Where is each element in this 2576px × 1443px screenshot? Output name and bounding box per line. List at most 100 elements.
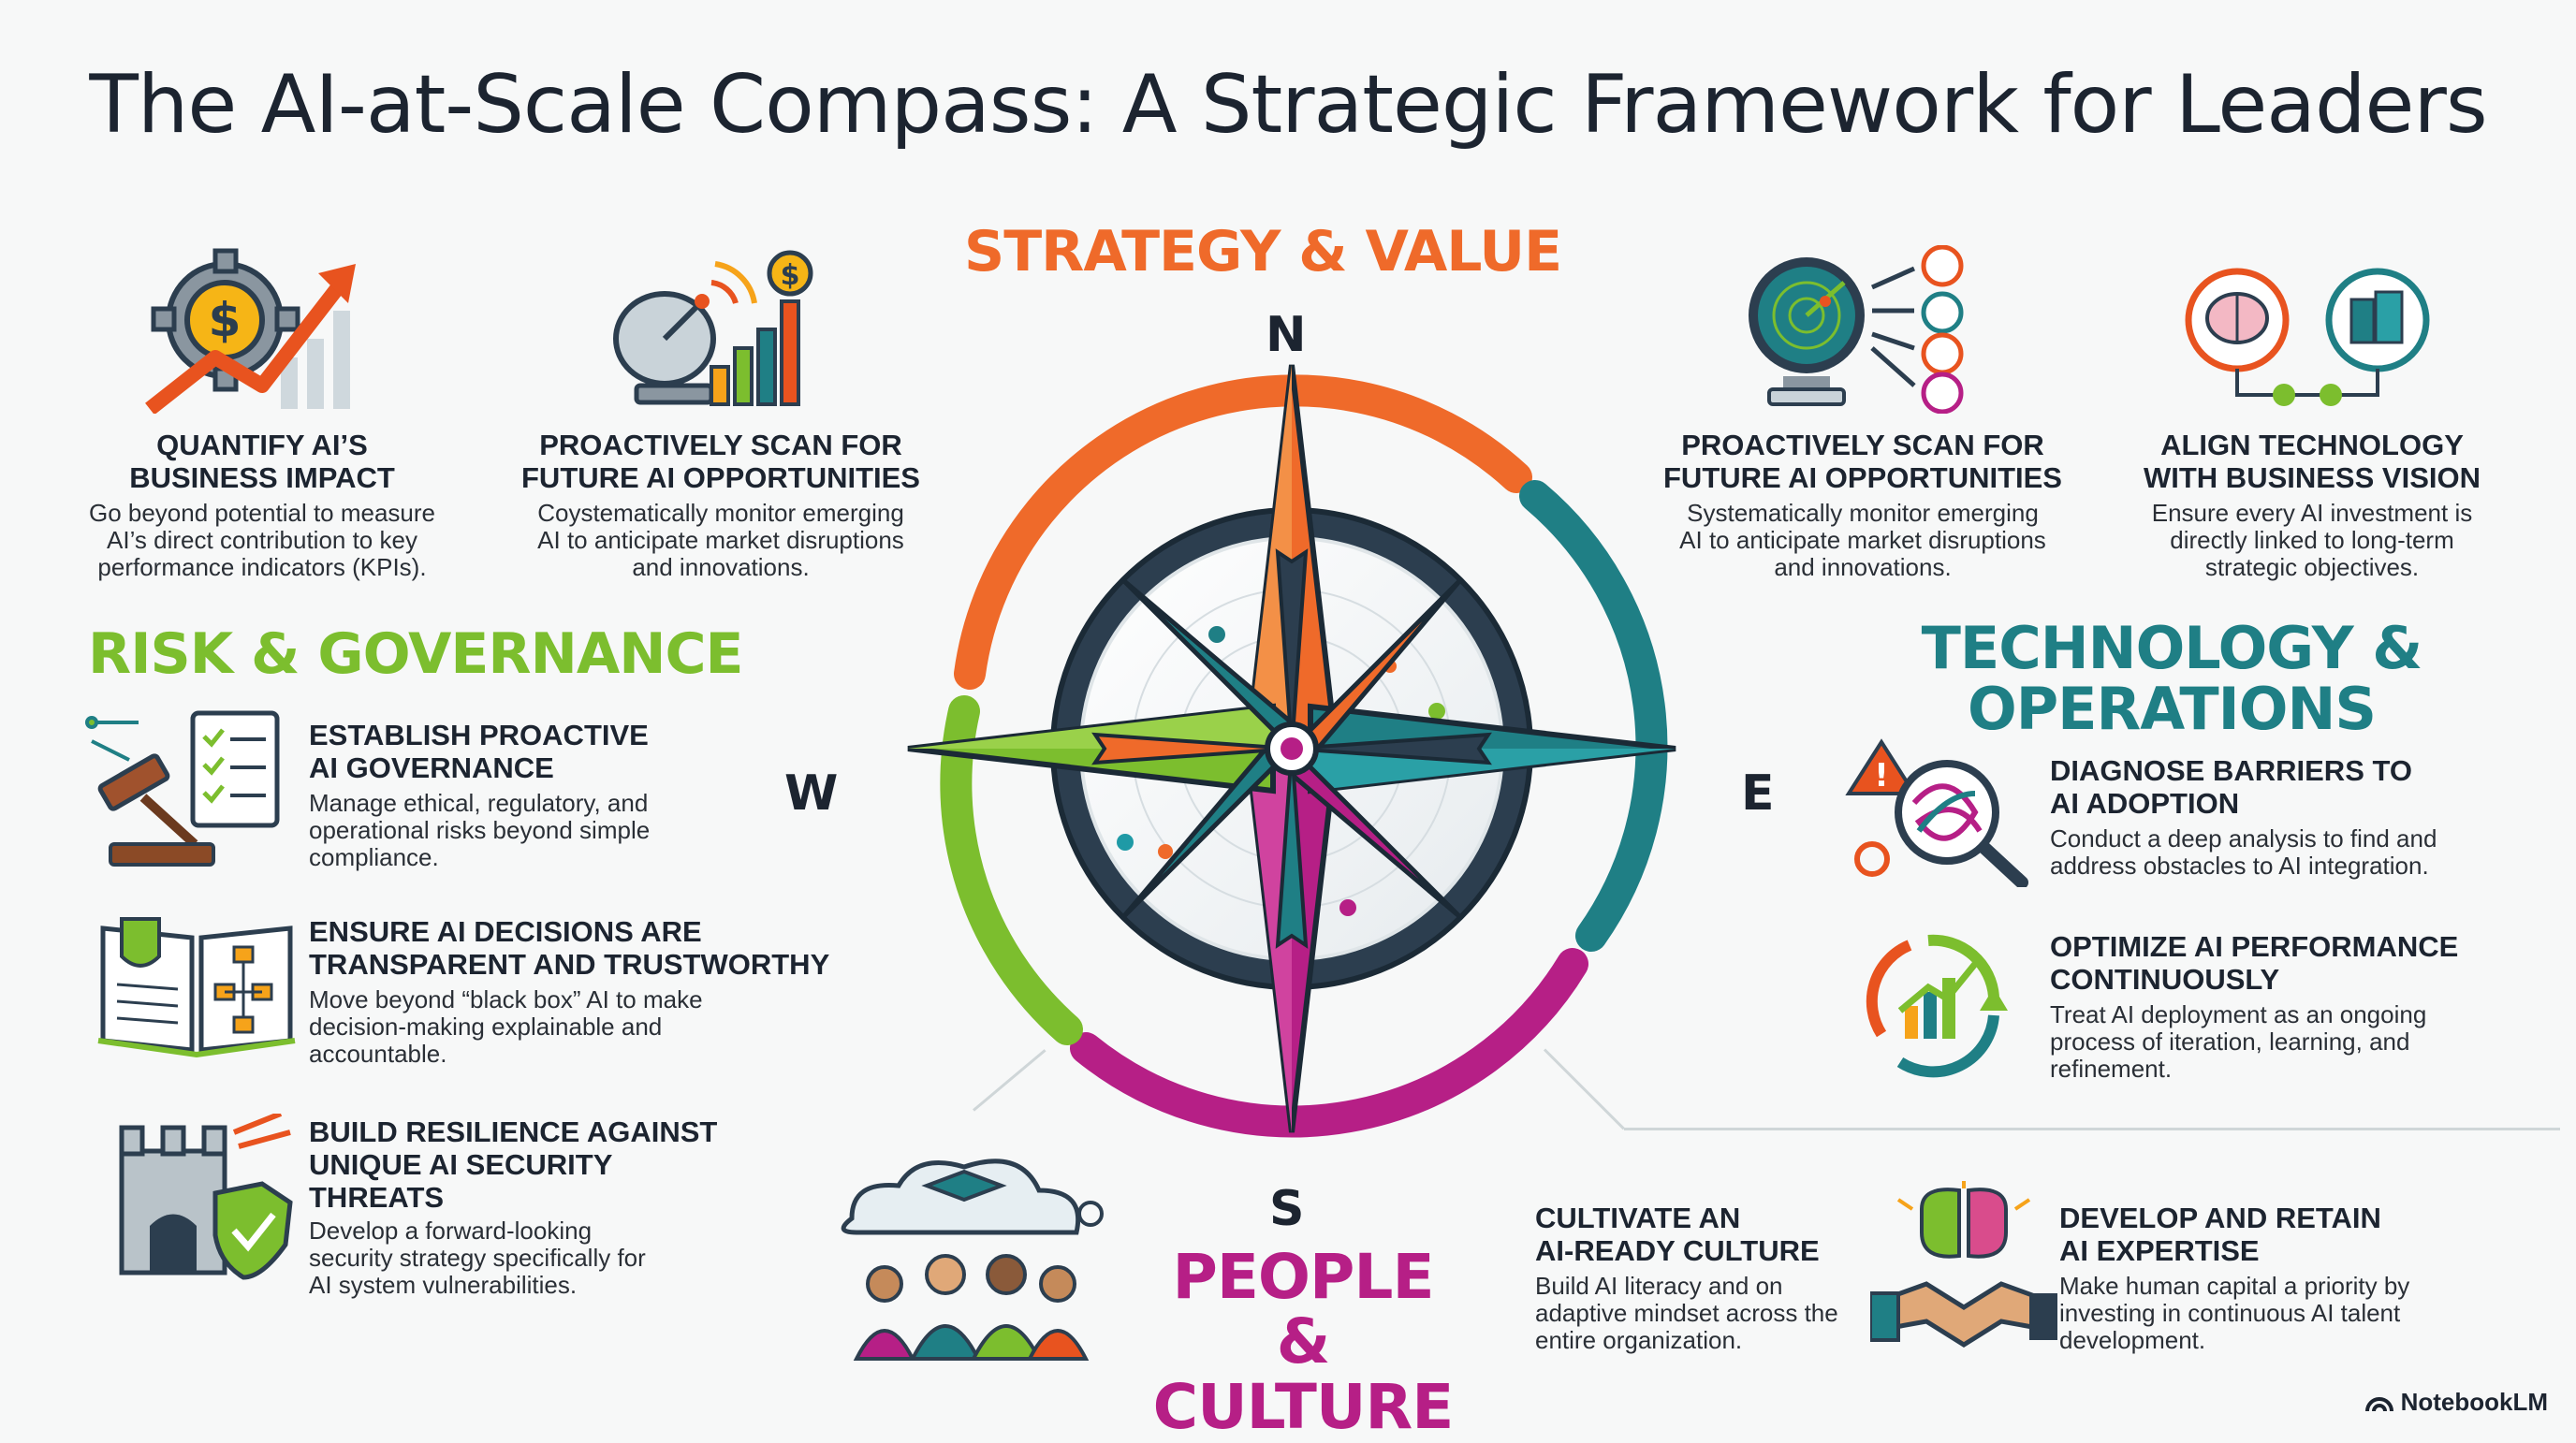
category-people-line1: PEOPLE & bbox=[1172, 1241, 1434, 1378]
item-diagnose-title-2: AI ADOPTION bbox=[2050, 787, 2240, 820]
svg-text:$: $ bbox=[781, 259, 800, 292]
category-people-line2: CULTURE bbox=[1152, 1370, 1455, 1443]
item-align-desc-1: Ensure every AI investment is bbox=[2151, 499, 2473, 527]
open-book-flowchart-icon bbox=[94, 910, 300, 1064]
item-transparent-desc-3: accountable. bbox=[309, 1040, 447, 1068]
face-dot bbox=[1158, 844, 1173, 859]
item-scan-left-desc-3: and innovations. bbox=[632, 553, 810, 581]
item-optimize-desc-1: Treat AI deployment as an ongoing bbox=[2050, 1000, 2427, 1028]
item-resilience-desc-2: security strategy specifically for bbox=[309, 1244, 646, 1272]
item-expertise: DEVELOP AND RETAIN AI EXPERTISE Make hum… bbox=[2059, 1202, 2509, 1354]
item-scan-right-desc-1: Systematically monitor emerging bbox=[1687, 499, 2039, 527]
item-transparent-desc-2: decision-making explainable and bbox=[309, 1013, 663, 1041]
item-culture: CULTIVATE AN AI-READY CULTURE Build AI l… bbox=[1535, 1202, 1910, 1354]
green-arc bbox=[940, 695, 1083, 1045]
item-resilience-desc-1: Develop a forward-looking bbox=[309, 1217, 593, 1245]
item-transparent: ENSURE AI DECISIONS ARE TRANSPARENT AND … bbox=[309, 915, 871, 1068]
notebooklm-logo-icon bbox=[2364, 1396, 2393, 1411]
item-scan-right-desc-3: and innovations. bbox=[1774, 553, 1952, 581]
orange-arc bbox=[954, 374, 1532, 690]
item-expertise-desc-2: investing in continuous AI talent bbox=[2059, 1299, 2401, 1327]
category-technology-operations: TECHNOLOGY & OPERATIONS bbox=[1919, 618, 2424, 739]
brand-name: NotebookLM bbox=[2400, 1388, 2548, 1416]
category-strategy-value: STRATEGY & VALUE bbox=[964, 219, 1562, 284]
item-align-desc-2: directly linked to long-term bbox=[2170, 526, 2454, 554]
item-culture-title-1: CULTIVATE AN bbox=[1535, 1202, 1741, 1234]
item-scan-right-desc-2: AI to anticipate market disruptions bbox=[1679, 526, 2046, 554]
item-governance-title-1: ESTABLISH PROACTIVE bbox=[309, 719, 649, 751]
magenta-arc bbox=[1070, 948, 1588, 1138]
magnifier-tangle-icon: ! bbox=[1844, 737, 2031, 892]
handshake-brain-icon bbox=[1868, 1181, 2057, 1363]
compass-graphic bbox=[907, 364, 1676, 1138]
item-resilience-desc-3: AI system vulnerabilities. bbox=[309, 1271, 578, 1299]
face-dot bbox=[1339, 899, 1356, 916]
satellite-dish-chart-icon: $ bbox=[599, 245, 824, 418]
compass-hub-inner bbox=[1281, 737, 1303, 760]
item-governance-desc-2: operational risks beyond simple bbox=[309, 816, 651, 844]
category-tech-line2: OPERATIONS bbox=[1967, 675, 2377, 744]
item-culture-title-2: AI-READY CULTURE bbox=[1535, 1234, 1820, 1267]
north-point-shade bbox=[1250, 365, 1292, 730]
item-resilience-title-3: THREATS bbox=[309, 1181, 445, 1214]
item-expertise-desc-1: Make human capital a priority by bbox=[2059, 1272, 2410, 1300]
face-dot bbox=[1208, 626, 1225, 643]
item-align: ALIGN TECHNOLOGY WITH BUSINESS VISION En… bbox=[2097, 429, 2527, 581]
item-resilience-title-2: UNIQUE AI SECURITY bbox=[309, 1148, 613, 1181]
radar-scan-icon bbox=[1741, 244, 1984, 418]
item-scan-left-title-2: FUTURE AI OPPORTUNITIES bbox=[521, 461, 920, 494]
dollar-gear-growth-icon: $ bbox=[140, 245, 365, 418]
item-governance: ESTABLISH PROACTIVE AI GOVERNANCE Manage… bbox=[309, 719, 833, 871]
item-scan-right: PROACTIVELY SCAN FOR FUTURE AI OPPORTUNI… bbox=[1638, 429, 2087, 581]
item-optimize-title-1: OPTIMIZE AI PERFORMANCE bbox=[2050, 930, 2459, 963]
item-transparent-title-2: TRANSPARENT AND TRUSTWORTHY bbox=[309, 948, 830, 981]
item-quantify-desc-3: performance indicators (KPIs). bbox=[97, 553, 427, 581]
category-tech-line1: TECHNOLOGY & bbox=[1921, 614, 2423, 682]
teal-arc bbox=[1519, 480, 1668, 952]
item-scan-left-desc-2: AI to anticipate market disruptions bbox=[537, 526, 904, 554]
item-scan-left-desc-1: Coystematically monitor emerging bbox=[537, 499, 904, 527]
compass-north-label: N bbox=[1266, 307, 1307, 363]
needle-w bbox=[1091, 732, 1293, 765]
item-culture-desc-1: Build AI literacy and on bbox=[1535, 1272, 1783, 1300]
item-diagnose-title-1: DIAGNOSE BARRIERS TO bbox=[2050, 754, 2412, 787]
item-diagnose-desc-2: address obstacles to AI integration. bbox=[2050, 852, 2429, 880]
item-expertise-desc-3: development. bbox=[2059, 1326, 2206, 1354]
item-culture-desc-3: entire organization. bbox=[1535, 1326, 1743, 1354]
item-diagnose: DIAGNOSE BARRIERS TO AI ADOPTION Conduct… bbox=[2050, 754, 2555, 880]
face-dot bbox=[1428, 703, 1445, 720]
item-scan-right-title-1: PROACTIVELY SCAN FOR bbox=[1681, 429, 2044, 461]
item-quantify: QUANTIFY AI’S BUSINESS IMPACT Go beyond … bbox=[56, 429, 468, 581]
brain-building-link-icon bbox=[2181, 264, 2434, 418]
item-optimize-desc-3: refinement. bbox=[2050, 1055, 2173, 1083]
people-cloud-icon bbox=[814, 1144, 1114, 1373]
item-governance-desc-1: Manage ethical, regulatory, and bbox=[309, 789, 649, 817]
svg-text:$: $ bbox=[209, 293, 242, 347]
item-culture-desc-2: adaptive mindset across the bbox=[1535, 1299, 1838, 1327]
needle-n bbox=[1275, 548, 1309, 750]
item-governance-desc-3: compliance. bbox=[309, 843, 439, 871]
south-point-shade bbox=[1250, 767, 1292, 1132]
notebooklm-logo: NotebookLM bbox=[2364, 1388, 2548, 1417]
item-transparent-title-1: ENSURE AI DECISIONS ARE bbox=[309, 915, 702, 948]
item-expertise-title-1: DEVELOP AND RETAIN bbox=[2059, 1202, 2381, 1234]
item-expertise-title-2: AI EXPERTISE bbox=[2059, 1234, 2260, 1267]
needle-e bbox=[1291, 732, 1492, 765]
castle-shield-icon bbox=[94, 1111, 300, 1287]
item-governance-title-2: AI GOVERNANCE bbox=[309, 751, 554, 784]
gavel-checklist-icon bbox=[82, 704, 288, 877]
item-optimize-desc-2: process of iteration, learning, and bbox=[2050, 1028, 2410, 1056]
item-transparent-desc-1: Move beyond “black box” AI to make bbox=[309, 985, 703, 1013]
needle-s bbox=[1275, 748, 1309, 949]
item-align-title-1: ALIGN TECHNOLOGY bbox=[2160, 429, 2464, 461]
compass-west-label: W bbox=[784, 765, 839, 822]
item-scan-right-title-2: FUTURE AI OPPORTUNITIES bbox=[1663, 461, 2062, 494]
item-resilience: BUILD RESILIENCE AGAINST UNIQUE AI SECUR… bbox=[309, 1115, 833, 1299]
item-align-title-2: WITH BUSINESS VISION bbox=[2144, 461, 2481, 494]
item-quantify-title-2: BUSINESS IMPACT bbox=[129, 461, 395, 494]
face-dot bbox=[1117, 834, 1134, 851]
compass-east-label: E bbox=[1741, 765, 1775, 822]
category-people-culture: PEOPLE & CULTURE bbox=[1144, 1245, 1462, 1439]
west-point-shade bbox=[908, 707, 1273, 749]
compass-south-label: S bbox=[1269, 1181, 1305, 1237]
